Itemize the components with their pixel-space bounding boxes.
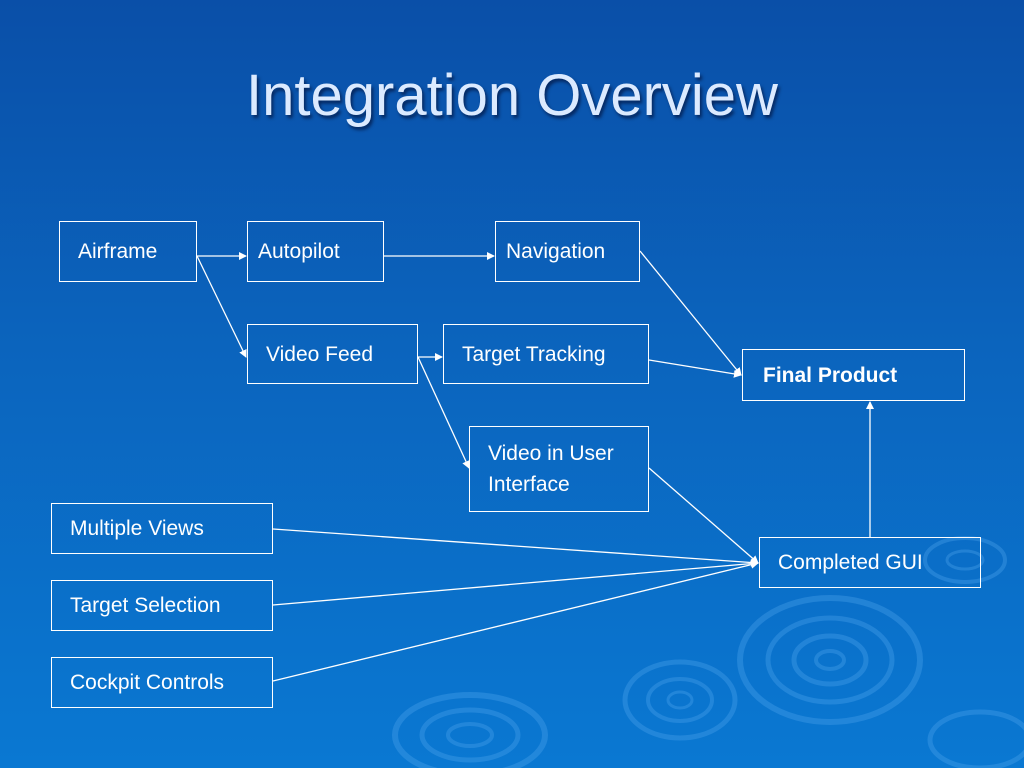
edge-target-tracking-final-product (648, 359, 742, 378)
node-completed-gui: Completed GUI (759, 537, 981, 588)
slide-title: Integration Overview (246, 63, 778, 128)
node-target-tracking: Target Tracking (443, 324, 649, 384)
node-airframe-label: Airframe (78, 240, 158, 263)
node-final-product-label: Final Product (763, 363, 898, 387)
node-video-feed-label: Video Feed (266, 342, 374, 366)
node-video-in-user-interface: Video in User Interface (469, 426, 649, 512)
node-autopilot: Autopilot (247, 221, 384, 282)
node-video-in-ui-label-line1: Video in User (488, 442, 614, 465)
node-video-feed: Video Feed (247, 324, 418, 384)
node-target-selection: Target Selection (51, 580, 273, 631)
edge-video-in-ui-completed-gui (648, 467, 759, 564)
node-completed-gui-label: Completed GUI (778, 551, 923, 574)
edge-target-selection-completed-gui (272, 559, 759, 606)
node-multiple-views-label: Multiple Views (70, 517, 204, 540)
edge-video-feed-video-in-ui (417, 356, 470, 469)
node-target-tracking-label: Target Tracking (462, 342, 606, 366)
node-navigation-label: Navigation (506, 240, 606, 263)
node-cockpit-controls-label: Cockpit Controls (70, 671, 225, 694)
node-autopilot-label: Autopilot (258, 240, 340, 263)
node-cockpit-controls: Cockpit Controls (51, 657, 273, 708)
node-airframe: Airframe (59, 221, 197, 282)
node-final-product: Final Product (742, 349, 965, 401)
edge-multiple-views-completed-gui (272, 528, 759, 567)
node-multiple-views: Multiple Views (51, 503, 273, 554)
node-navigation: Navigation (495, 221, 640, 282)
edge-airframe-video-feed (196, 255, 247, 358)
edge-cockpit-controls-completed-gui (272, 560, 759, 682)
node-target-selection-label: Target Selection (70, 594, 221, 617)
edge-navigation-final-product (639, 250, 742, 376)
node-video-in-ui-label-line2: Interface (488, 473, 570, 496)
